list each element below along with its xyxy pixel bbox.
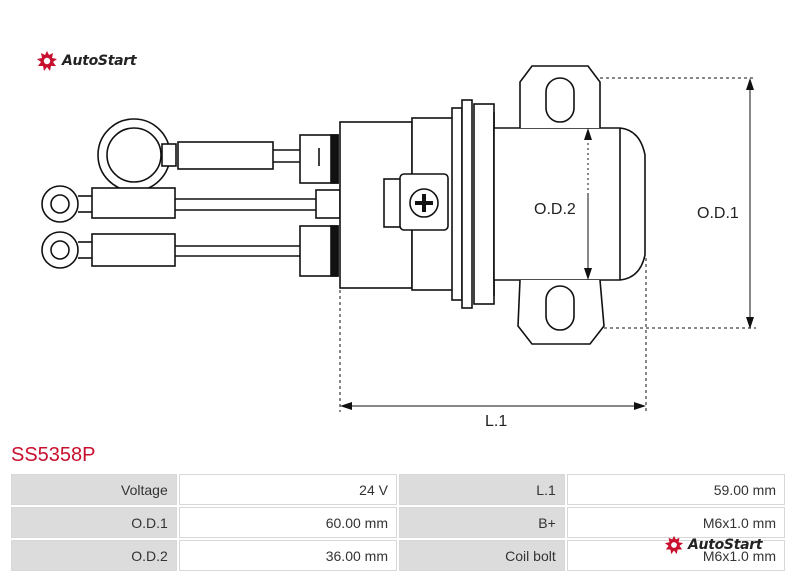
wire-sleeve-mid — [91, 187, 176, 219]
part-number: SS5358P — [11, 444, 96, 466]
dim-label-od2: O.D.2 — [534, 201, 576, 218]
spec-row: Voltage 24 V L.1 59.00 mm — [11, 474, 785, 505]
spec-label: Coil bolt — [398, 540, 565, 571]
spec-value: 24 V — [178, 474, 397, 505]
spec-row: O.D.1 60.00 mm B+ M6x1.0 mm — [11, 507, 785, 538]
gear-logo-icon — [37, 51, 57, 71]
brand-logo: AutoStart — [36, 50, 137, 72]
brand-name: AutoStart — [688, 537, 763, 553]
wire-sleeve-bottom — [91, 233, 176, 267]
brand-logo-watermark: AutoStart — [664, 535, 763, 555]
spec-table: Voltage 24 V L.1 59.00 mm O.D.1 60.00 mm… — [9, 472, 787, 573]
mounting-flange-top — [519, 65, 601, 128]
brand-name: AutoStart — [62, 53, 137, 69]
ring-terminal-large — [97, 118, 171, 192]
spec-label: O.D.1 — [11, 507, 177, 538]
spec-value: 36.00 mm — [178, 540, 397, 571]
dim-label-od1: O.D.1 — [697, 205, 739, 222]
spec-value: M6x1.0 mm — [566, 507, 785, 538]
dim-label-l1: L.1 — [485, 413, 507, 430]
spec-row: O.D.2 36.00 mm Coil bolt M6x1.0 mm — [11, 540, 785, 571]
spec-label: Voltage — [11, 474, 177, 505]
spec-value: 60.00 mm — [178, 507, 397, 538]
screw-head — [409, 188, 439, 218]
solenoid-technical-drawing: O.D.2 O.D.1 L.1 — [41, 65, 756, 430]
mounting-flange-bottom — [517, 279, 605, 345]
ring-terminal-small-2 — [41, 231, 79, 269]
wire-sleeve-top — [177, 141, 274, 170]
solenoid-body — [493, 127, 646, 281]
spec-label: B+ — [398, 507, 565, 538]
gear-logo-icon — [664, 535, 684, 555]
spec-value: 59.00 mm — [566, 474, 785, 505]
spec-label: L.1 — [398, 474, 565, 505]
spec-label: O.D.2 — [11, 540, 177, 571]
ring-terminal-small-1 — [41, 185, 79, 223]
